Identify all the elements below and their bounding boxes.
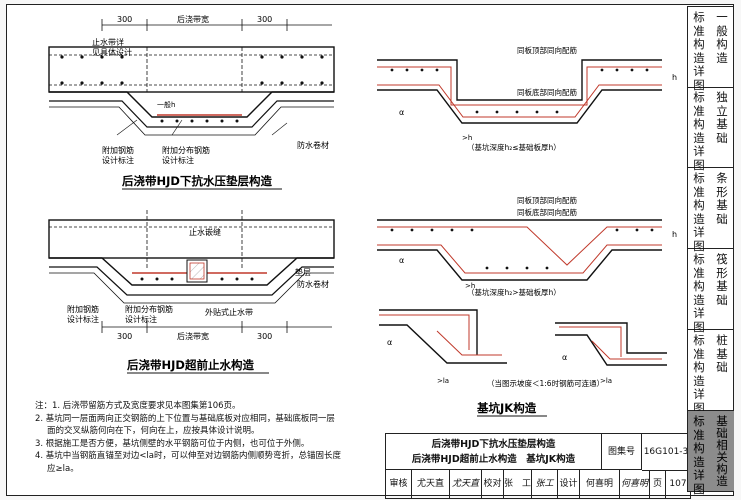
fig1-waterproof: 防水卷材: [297, 140, 329, 150]
fig2-dim-width: 后浇带宽: [177, 331, 209, 341]
check-label: 校对: [482, 470, 504, 498]
sidebar-item-raft-foundation[interactable]: 标准构造详图 筏形基础: [687, 249, 734, 333]
fig1-extra-rebar: 附加钢筋: [102, 145, 134, 155]
fig1-waterstop2: 见具体设计: [92, 47, 132, 57]
design-label: 设计: [558, 470, 580, 498]
fig3-title: 基坑JK构造: [476, 401, 537, 415]
figure-1: 300 后浇带宽 300 止水带详 见具体设计 一般h 附加钢筋 设计标注 附加…: [48, 14, 335, 190]
fig2-dim-300-left: 300: [117, 332, 132, 341]
sidebar-item-left-label: 标准构造详图: [693, 333, 705, 415]
sidebar-item-left-label: 标准构造详图: [693, 90, 705, 172]
fig1-waterstop: 止水带详: [92, 37, 124, 47]
atlas-label: 图集号: [602, 434, 642, 470]
review-name: 尤天直: [412, 470, 450, 498]
fig2-external-ws: 外贴式止水带: [205, 307, 253, 317]
page-label: 页: [650, 470, 666, 498]
note-line: 面的交叉纵筋何向在下，何向在上，应按具体设计说明。: [47, 426, 260, 437]
fig2-dim-300-right: 300: [257, 332, 272, 341]
review-label: 审核: [386, 470, 412, 498]
fig3-note1: （基坑深度h₂≤基础板厚h）: [467, 142, 561, 152]
sidebar-item-isolated-foundation[interactable]: 标准构造详图 独立基础: [687, 87, 734, 171]
fig3-alpha-2: α: [399, 256, 404, 265]
sidebar-item-left-label: 标准构造详图: [693, 10, 705, 92]
fig3-bot-bar2: 同板底部同向配筋: [517, 207, 577, 217]
sidebar-item-general[interactable]: 标准构造详图 一般构造: [687, 6, 734, 91]
sidebar-item-label: 条形基础: [716, 171, 728, 226]
sidebar-item-strip-foundation[interactable]: 标准构造详图 条形基础: [687, 168, 734, 252]
drawings-canvas: 300 后浇带宽 300 止水带详 见具体设计 一般h 附加钢筋 设计标注 附加…: [48, 14, 677, 417]
fig3-bot-bar1: 同板底部同向配筋: [517, 87, 577, 97]
note-line: 4. 基坑中当钢筋直锚至对边<la时，可以伸至对边钢筋内侧顺势弯折，总锚固长度: [35, 451, 342, 462]
fig1-title: 后浇带HJD下抗水压垫层构造: [122, 174, 272, 188]
fig2-waterstop-seam: 止水嵌缝: [189, 227, 221, 237]
fig3-h-1: h: [672, 73, 677, 82]
fig2-extra-dist2: 设计标注: [125, 314, 157, 324]
title-line-1: 后浇带HJD下抗水压垫层构造: [431, 439, 556, 450]
fig3-alpha-4: α: [562, 353, 567, 362]
fig3-h-2: h: [672, 230, 677, 239]
sidebar-item-pile-foundation[interactable]: 标准构造详图 桩基础: [687, 330, 734, 414]
sidebar-item-left-label: 标准构造详图: [693, 252, 705, 334]
fig3-alpha-1: α: [399, 108, 404, 117]
sidebar-item-left-label: 标准构造详图: [693, 414, 705, 496]
fig3-ge-h-1: >h: [462, 134, 472, 142]
sidebar-item-label: 桩基础: [716, 333, 728, 374]
title-line-2: 后浇带HJD超前止水构造 基坑JK构造: [411, 454, 576, 465]
fig2-extra-dist: 附加分布钢筋: [125, 304, 173, 314]
fig1-dim-300-left: 300: [117, 15, 132, 24]
note-line: 2. 基坑同一层面两向正交钢筋的上下位置与基础底板对应相同，基础底板同一层: [35, 413, 335, 424]
check-name: 张 工: [504, 470, 532, 498]
fig1-dim-300-right: 300: [257, 15, 272, 24]
fig3-note2: （基坑深度h₂>基础板厚h）: [467, 287, 561, 297]
fig1-extra-rebar2: 设计标注: [102, 155, 134, 165]
sidebar-item-left-label: 标准构造详图: [693, 171, 705, 253]
fig2-waterproof: 防水卷材: [297, 279, 329, 289]
figure-3: 同板顶部同向配筋 同板底部同向配筋 （基坑深度h₂≤基础板厚h） α h >h …: [377, 45, 677, 417]
design-signature: 何喜明: [620, 470, 650, 498]
fig2-cushion: 垫层: [295, 267, 311, 277]
note-line: 注：1. 后浇带留筋方式及宽度要求见本图集第106页。: [35, 401, 241, 411]
review-signature: 尤天直: [450, 470, 482, 498]
fig1-dim-width: 后浇带宽: [177, 14, 209, 24]
note-line: 3. 根据施工是否方便，基坑侧壁的水平钢筋可位于内侧，也可位于外侧。: [35, 438, 310, 449]
design-name: 何喜明: [580, 470, 620, 498]
fig3-ge-h-2: >h: [465, 282, 475, 290]
notes-block: 注：1. 后浇带留筋方式及宽度要求见本图集第106页。 2. 基坑同一层面两向正…: [35, 400, 380, 476]
page-number: 107: [669, 479, 687, 489]
check-signature: 张工: [532, 470, 558, 498]
fig3-ge-la-1: >la: [437, 377, 449, 385]
drawing-sheet: 300 后浇带宽 300 止水带详 见具体设计 一般h 附加钢筋 设计标注 附加…: [6, 4, 734, 499]
sidebar-item-label: 一般构造: [716, 10, 728, 65]
fig2-title: 后浇带HJD超前止水构造: [127, 358, 254, 372]
fig2-extra-rebar2: 设计标注: [67, 314, 99, 324]
category-sidebar: 标准构造详图 一般构造 标准构造详图 独立基础 标准构造详图 条形基础 标准构造…: [687, 6, 734, 495]
fig3-note3: （当图示坡度＜1:6时钢筋可连通）: [487, 378, 604, 388]
sidebar-item-label: 独立基础: [716, 90, 728, 145]
fig2-extra-rebar: 附加钢筋: [67, 304, 99, 314]
note-line: 应≥la。: [47, 463, 79, 474]
title-block: 后浇带HJD下抗水压垫层构造 后浇带HJD超前止水构造 基坑JK构造 图集号 1…: [385, 433, 691, 499]
fig1-extra-dist: 附加分布钢筋: [162, 145, 210, 155]
sidebar-item-label: 基础相关构造: [716, 414, 728, 488]
fig3-ge-la-2: >la: [600, 377, 612, 385]
title-block-titles: 后浇带HJD下抗水压垫层构造 后浇带HJD超前止水构造 基坑JK构造: [386, 434, 602, 470]
sidebar-item-label: 筏形基础: [716, 252, 728, 307]
fig3-top-bar1: 同板顶部同向配筋: [517, 45, 577, 55]
atlas-number: 16G101-3: [642, 434, 690, 471]
sidebar-item-foundation-related[interactable]: 标准构造详图 基础相关构造: [687, 411, 734, 495]
fig3-alpha-3: α: [387, 338, 392, 347]
figure-2: 止水嵌缝 垫层 防水卷材 附加钢筋 设计标注 附加分布钢筋 设计标注 外贴式止水…: [48, 210, 335, 374]
fig3-top-bar2: 同板顶部同向配筋: [517, 195, 577, 205]
fig1-extra-dist2: 设计标注: [162, 155, 194, 165]
fig1-b1: 一般h: [157, 100, 175, 109]
